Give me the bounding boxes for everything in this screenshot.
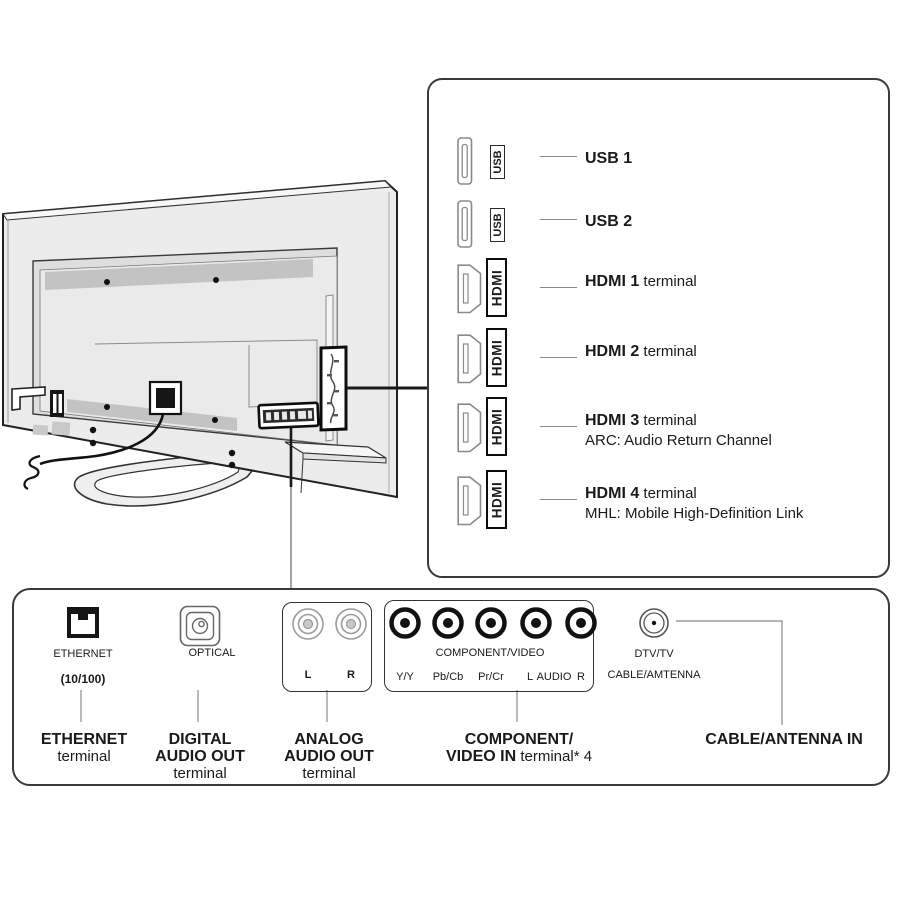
component-jack-icon [520, 607, 552, 639]
leader-dash [540, 426, 577, 427]
coax-antenna-icon [639, 608, 669, 638]
row-label: USB 2 [585, 213, 633, 230]
row-sublabel: ARC: Audio Return Channel [585, 432, 772, 449]
optical-icon [179, 605, 221, 647]
tv-body [1, 179, 398, 499]
tv-stand [73, 452, 257, 507]
hdmi-tag-label: HDMI [489, 408, 504, 445]
row-label: HDMI 3 terminal ARC: Audio Return Channe… [585, 412, 772, 449]
leader-dash [540, 357, 577, 358]
analog-audio-callout: ANALOG AUDIO OUT terminal [284, 731, 374, 782]
hdmi-tag-label: HDMI [489, 339, 504, 376]
component-jack-icon [475, 607, 507, 639]
component-jack-label: Pb/Cb [432, 671, 464, 683]
ethernet-icon [67, 607, 99, 638]
component-jack-icon [565, 607, 597, 639]
usb-tag: USB [490, 145, 505, 179]
usb-hdmi-callout-box: USB USB 1 USB USB 2 HDMI HDMI 1 terminal [427, 78, 890, 578]
component-jack-icon [432, 607, 464, 639]
component-jack-label: L [526, 671, 534, 683]
tv-side-connector-panel [319, 345, 348, 432]
rca-jack-left-icon [292, 608, 324, 640]
callout-row-usb1: USB USB 1 [457, 137, 882, 192]
hdmi-port-icon [457, 264, 482, 314]
hdmi-tag: HDMI [486, 470, 507, 529]
component-jack-label: Y/Y [396, 671, 414, 683]
cable-antenna-port-label: CABLE/AMTENNA [607, 669, 701, 681]
power-cord [11, 380, 183, 490]
callout-row-hdmi3: HDMI HDMI 3 terminal ARC: Audio Return C… [457, 397, 882, 458]
tv-bottom-connector-panel [257, 401, 320, 430]
leader-dash [540, 219, 577, 220]
component-video-callout: COMPONENT/ VIDEO IN terminal* 4 [445, 731, 593, 765]
hdmi-port-icon [457, 334, 482, 384]
hdmi-tag-label: HDMI [489, 269, 504, 306]
usb-tag: USB [490, 208, 505, 242]
leader-dash [540, 156, 577, 157]
component-group-label: COMPONENT/VIDEO [435, 647, 545, 659]
hdmi-tag: HDMI [486, 258, 507, 317]
component-jack-label: AUDIO [536, 671, 572, 683]
component-jack-label: Pr/Cr [478, 671, 504, 683]
analog-audio-group: L R [282, 602, 372, 692]
usb-tag-label: USB [491, 150, 504, 174]
leader-dash [540, 287, 577, 288]
bottom-panel-callout-box: ETHERNET (10/100) OPTICAL L R [12, 588, 890, 786]
hdmi-tag: HDMI [486, 397, 507, 456]
component-video-group: COMPONENT/VIDEO Y/Y Pb/Cb Pr/Cr L AUDIO … [384, 600, 597, 692]
rca-jack-right-icon [335, 608, 367, 640]
cable-antenna-callout: CABLE/ANTENNA IN [705, 731, 863, 748]
digital-audio-callout: DIGITAL AUDIO OUT terminal [155, 731, 245, 782]
callout-row-usb2: USB USB 2 [457, 200, 882, 255]
ethernet-port-label: ETHERNET [53, 648, 113, 660]
ethernet-speed-label: (10/100) [60, 672, 106, 686]
row-label: USB 1 [585, 150, 633, 167]
leader-lines [80, 386, 783, 725]
component-jack-label: R [577, 671, 585, 683]
hdmi-port-icon [457, 476, 482, 526]
hdmi-tag: HDMI [486, 328, 507, 387]
usb-port-icon [457, 200, 473, 248]
row-label: HDMI 4 terminal MHL: Mobile High-Definit… [585, 485, 804, 522]
callout-row-hdmi1: HDMI HDMI 1 terminal [457, 258, 882, 319]
row-label: HDMI 2 terminal [585, 343, 697, 360]
usb-port-icon [457, 137, 473, 185]
optical-port-label: OPTICAL [188, 647, 236, 659]
leader-dash [540, 499, 577, 500]
row-label: HDMI 1 terminal [585, 273, 697, 290]
dtv-label: DTV/TV [634, 648, 674, 660]
hdmi-port-icon [457, 403, 482, 453]
analog-left-label: L [304, 669, 312, 681]
hdmi-tag-label: HDMI [489, 481, 504, 518]
ethernet-callout: ETHERNET terminal [40, 731, 128, 765]
row-sublabel: MHL: Mobile High-Definition Link [585, 505, 804, 522]
callout-row-hdmi2: HDMI HDMI 2 terminal [457, 328, 882, 389]
component-jack-icon [389, 607, 421, 639]
usb-tag-label: USB [491, 213, 504, 237]
callout-row-hdmi4: HDMI HDMI 4 terminal MHL: Mobile High-De… [457, 470, 882, 531]
analog-right-label: R [347, 669, 355, 681]
